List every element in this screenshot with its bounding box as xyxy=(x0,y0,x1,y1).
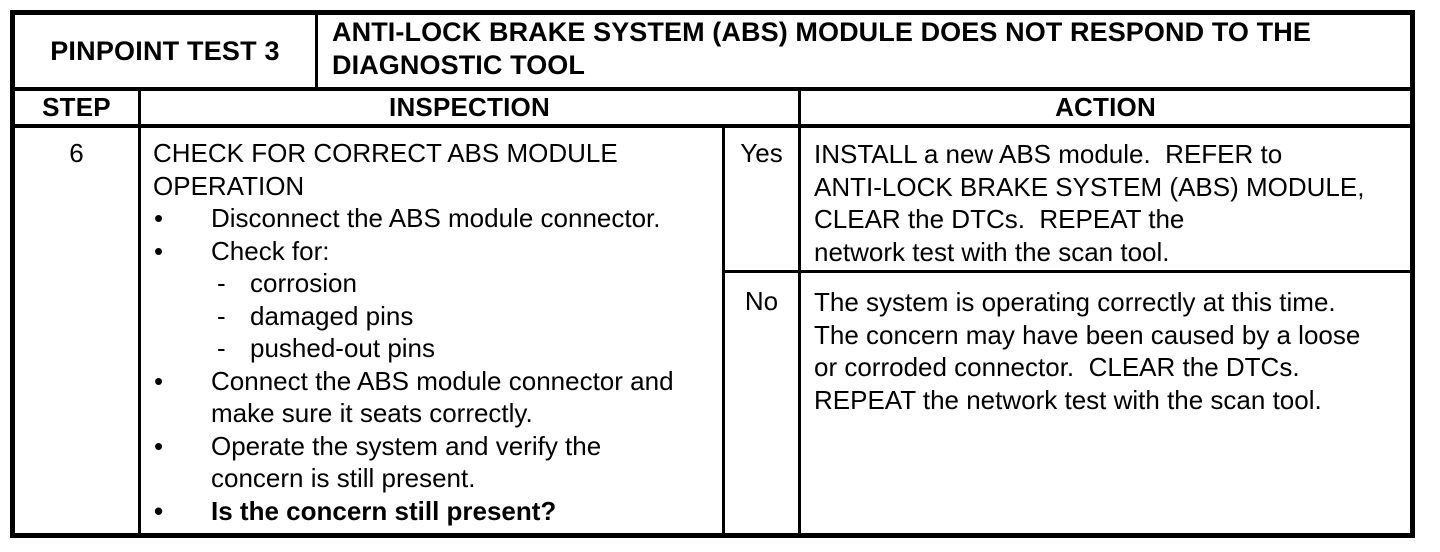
list-item-text: corrosion xyxy=(250,268,357,298)
list-item: • Connect the ABS module connector and m… xyxy=(153,365,714,430)
list-item: - corrosion xyxy=(153,267,714,300)
list-item-text: damaged pins xyxy=(250,300,414,331)
list-item: • Check for: xyxy=(153,235,714,268)
title-row: PINPOINT TEST 3 ANTI-LOCK BRAKE SYSTEM (… xyxy=(15,15,1410,91)
outcome-row-no: No The system is operating correctly at … xyxy=(725,273,1410,533)
action-column-header: ACTION xyxy=(1055,92,1156,122)
step-column-header: STEP xyxy=(15,91,141,124)
yes-action-text: INSTALL a new ABS module. REFER to ANTI-… xyxy=(814,139,1365,267)
no-action-text: The system is operating correctly at thi… xyxy=(814,287,1361,415)
inspection-cell: CHECK FOR CORRECT ABS MODULE OPERATION •… xyxy=(141,128,725,533)
column-header-row: STEP INSPECTION ACTION xyxy=(15,91,1410,128)
pinpoint-test-table: PINPOINT TEST 3 ANTI-LOCK BRAKE SYSTEM (… xyxy=(10,10,1415,538)
step-number: 6 xyxy=(15,128,141,533)
list-item-text: Is the concern still present? xyxy=(211,495,557,526)
list-item-text: Operate the system and verify the concer… xyxy=(211,430,602,494)
no-label: No xyxy=(725,273,801,533)
yes-label: Yes xyxy=(725,128,801,270)
bullet-marker: • xyxy=(154,235,164,266)
inspection-heading: CHECK FOR CORRECT ABS MODULE OPERATION xyxy=(153,138,618,201)
list-item-text: Connect the ABS module connector and mak… xyxy=(211,365,674,429)
dash-marker: - xyxy=(217,333,226,363)
inspection-column-header: INSPECTION xyxy=(141,91,801,124)
pinpoint-test-label: PINPOINT TEST 3 xyxy=(15,15,318,87)
bullet-marker: • xyxy=(154,203,164,233)
outcome-row-yes: Yes INSTALL a new ABS module. REFER to A… xyxy=(725,128,1410,273)
list-item-text: pushed-out pins xyxy=(250,333,436,363)
list-item: - pushed-out pins xyxy=(153,332,714,365)
table-row: 6 CHECK FOR CORRECT ABS MODULE OPERATION… xyxy=(15,128,1410,533)
bullet-marker: • xyxy=(154,430,164,461)
bullet-marker: • xyxy=(154,365,164,396)
list-item: - damaged pins xyxy=(153,300,714,333)
list-item: • Disconnect the ABS module connector. xyxy=(153,202,714,235)
dash-marker: - xyxy=(217,268,226,298)
list-item-text: Check for: xyxy=(211,235,330,266)
list-item-question: • Is the concern still present? xyxy=(153,495,714,528)
test-title: ANTI-LOCK BRAKE SYSTEM (ABS) MODULE DOES… xyxy=(332,17,1311,80)
list-item-text: Disconnect the ABS module connector. xyxy=(211,203,661,233)
list-item: • Operate the system and verify the conc… xyxy=(153,430,714,495)
outcome-stack: Yes INSTALL a new ABS module. REFER to A… xyxy=(725,128,1410,533)
bullet-marker: • xyxy=(154,495,164,526)
dash-marker: - xyxy=(217,300,226,331)
